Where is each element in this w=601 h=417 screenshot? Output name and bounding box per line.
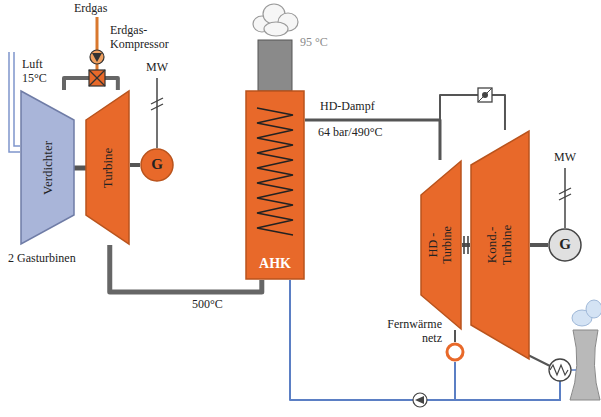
node-label: AHK <box>259 256 291 272</box>
temperature-label: 95 °C <box>300 36 328 50</box>
boiler-coil <box>257 108 293 235</box>
air-intake <box>9 52 20 152</box>
steam-cloud-part <box>586 300 601 318</box>
steam-pipe <box>305 120 440 160</box>
shaft-coupling-part <box>467 236 469 254</box>
shaft <box>74 166 86 171</box>
connector-label: HD-Dampf <box>318 100 377 114</box>
bypass-valve <box>478 88 492 102</box>
power-mark-part <box>151 104 163 110</box>
heat-recovery-boiler-outline <box>245 90 305 280</box>
bypass-pipe <box>305 95 505 130</box>
node-label: Turbine <box>100 147 115 188</box>
extraction-pipe <box>454 330 456 342</box>
hp-turbine: HD - Turbine <box>420 160 462 330</box>
power-mark-part <box>559 194 571 200</box>
power-line <box>156 78 158 148</box>
group-label: 2 Gasturbinen <box>8 252 76 266</box>
generator: G <box>548 228 582 262</box>
node-label: HD - Turbine <box>427 220 455 270</box>
medium-label: Erdgas <box>74 2 107 16</box>
smoke-cloud <box>253 4 298 36</box>
gas-compressor-symbol <box>90 50 104 64</box>
shaft-coupling <box>464 236 468 254</box>
component-label: Erdgas- Kompressor <box>110 24 184 52</box>
combustion-chamber-part <box>89 70 105 86</box>
bypass-valve-part <box>478 88 492 102</box>
condenser-symbol-part <box>550 365 568 375</box>
cooling-tower <box>570 330 600 400</box>
gas-compressor-symbol-part <box>92 53 102 62</box>
feedwater-pump-symbol-part <box>413 393 427 407</box>
condenser-symbol-part <box>549 359 571 381</box>
steam-parameter-label: 64 bar/490°C <box>318 126 382 140</box>
generator-shape <box>549 229 581 261</box>
feedwater-pump-symbol-part <box>415 396 424 404</box>
connector-label: 500°C <box>190 298 225 312</box>
node-label: G <box>151 156 163 173</box>
condensing-turbine-shape <box>471 131 529 359</box>
unit-label: MW <box>554 151 576 165</box>
air-intake <box>14 52 20 146</box>
combustion-chamber-part <box>89 70 105 86</box>
condensing-turbine: Kond.- Turbine <box>470 130 530 360</box>
shaft <box>530 243 548 247</box>
gas-compressor-symbol-part <box>90 50 104 64</box>
smoke-cloud-part <box>264 22 288 36</box>
generator: G <box>140 148 174 182</box>
cooling-pipe <box>571 369 576 371</box>
unit-label: MW <box>146 61 168 75</box>
compressor: Verdichter <box>20 90 75 245</box>
node-heading: Fernwärme netz <box>378 318 442 346</box>
medium-label: Luft 15°C <box>22 58 62 86</box>
compressor-shape <box>21 91 74 244</box>
feedwater-pump-symbol <box>413 393 427 407</box>
combustion-chamber-part <box>89 70 105 86</box>
node-label: G <box>559 236 571 253</box>
hp-turbine-shape <box>421 161 461 329</box>
power-mark-part <box>151 98 163 104</box>
power-line <box>564 168 566 228</box>
condensate-pipe <box>455 381 560 400</box>
stack <box>258 40 292 91</box>
district-heating-network-shape <box>447 344 463 360</box>
district-heating-network-outline <box>445 342 465 362</box>
bypass-valve-part <box>478 88 492 102</box>
gas-turbine: Turbine <box>85 90 130 245</box>
power-mark-part <box>559 188 571 194</box>
heat-recovery-boiler-shape <box>246 91 304 279</box>
combustion-chamber <box>89 70 105 86</box>
gas-turbine-shape <box>86 91 129 244</box>
shaft <box>130 163 140 167</box>
generator-shape <box>141 149 173 181</box>
condenser-symbol <box>549 359 571 381</box>
exhaust-duct <box>110 245 262 292</box>
node-label: Verdichter <box>40 140 55 194</box>
heat-recovery-boiler: AHK <box>245 90 305 280</box>
steam-cloud <box>572 300 601 326</box>
node-label: Kond.- Turbine <box>485 219 515 271</box>
shaft-coupling-part <box>463 236 465 254</box>
district-heating-network: Fernwärme netz <box>445 342 465 362</box>
